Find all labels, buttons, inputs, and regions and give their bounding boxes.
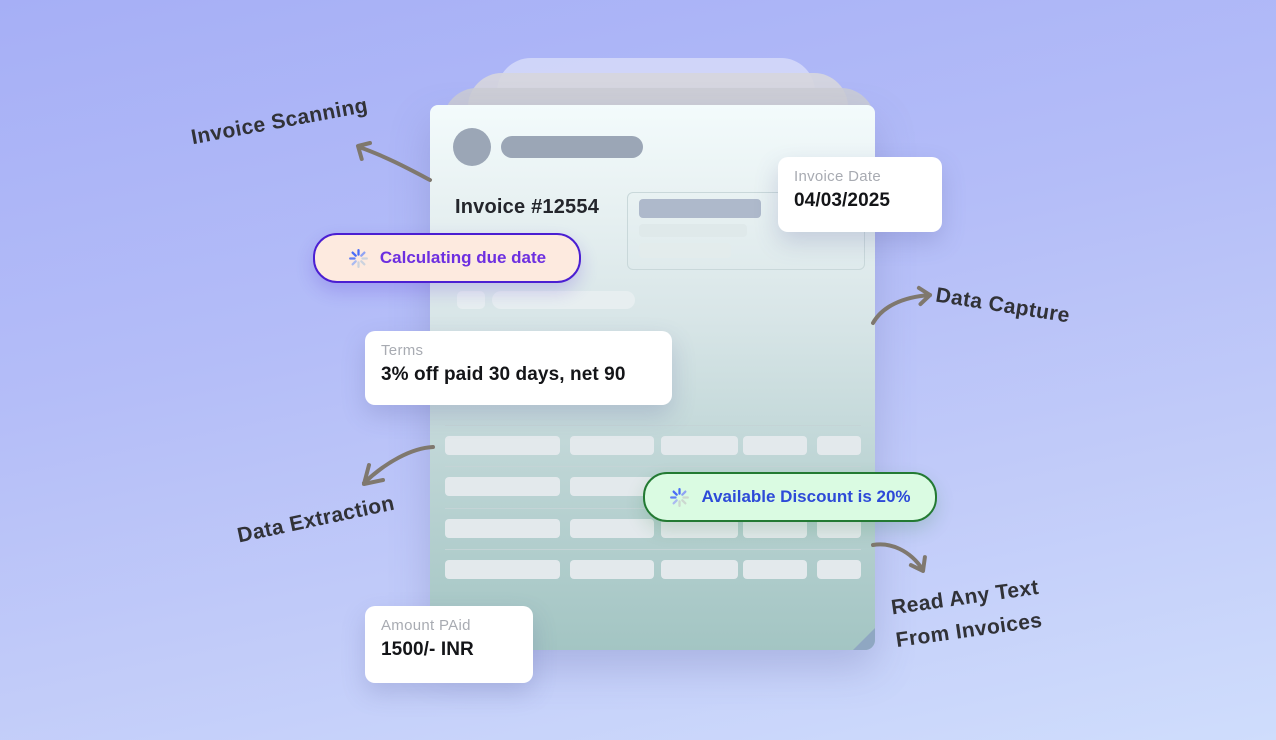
table-cell-bar [445,436,560,455]
placeholder-bar [492,291,635,309]
table-cell-bar [817,519,861,538]
table-row [445,560,861,579]
table-cell-bar [445,477,560,496]
terms-label: Terms [381,342,424,359]
placeholder-bar [639,224,747,237]
invoice-detail-box [627,192,865,270]
table-cell-bar [570,436,654,455]
table-cell-bar [743,560,807,579]
table-cell-bar [817,560,861,579]
avatar [453,128,491,166]
annotation-data-capture: Data Capture [934,283,1072,328]
loading-spinner-icon [348,248,368,268]
placeholder-bar [639,243,731,258]
table-cell-bar [445,560,560,579]
table-separator [445,549,861,550]
invoice-date-card: Invoice Date 04/03/2025 [778,157,942,232]
amount-paid-value: 1500/- INR [381,639,474,660]
curved-arrow-icon-data-extraction [362,445,435,486]
placeholder-bar [457,291,485,309]
curved-arrow-icon-data-capture [871,285,932,325]
terms-value: 3% off paid 30 days, net 90 [381,364,626,385]
chip-text: Available Discount is 20% [701,487,911,506]
terms-card: Terms 3% off paid 30 days, net 90 [365,331,672,405]
table-separator [445,466,861,467]
amount-paid-label: Amount PAid [381,617,471,634]
table-separator [445,425,861,426]
available-discount-chip: Available Discount is 20% [643,472,937,522]
table-cell-bar [661,436,738,455]
annotation-data-extraction: Data Extraction [235,491,397,548]
annotation-invoice-scanning: Invoice Scanning [189,93,370,150]
amount-paid-card: Amount PAid 1500/- INR [365,606,533,683]
table-row [445,436,861,455]
invoice-date-label: Invoice Date [794,168,881,185]
calculating-due-date-chip: Calculating due date [313,233,581,283]
table-cell-bar [570,560,654,579]
table-cell-bar [661,560,738,579]
placeholder-bar [639,199,761,218]
loading-spinner-icon [670,487,690,507]
invoice-number: Invoice #12554 [455,196,600,218]
chip-text: Calculating due date [379,248,547,267]
table-cell-bar [570,519,654,538]
table-cell-bar [817,436,861,455]
curved-arrow-icon-invoice-scanning [356,141,432,182]
table-row [445,519,861,538]
table-cell-bar [445,519,560,538]
table-cell-bar [570,477,654,496]
table-cell-bar [743,519,807,538]
invoice-date-value: 04/03/2025 [794,190,891,211]
curved-arrow-icon-read-any-text [871,542,927,573]
header-placeholder-bar [501,136,643,158]
page-fold-corner [853,628,875,650]
table-cell-bar [661,519,738,538]
table-cell-bar [743,436,807,455]
